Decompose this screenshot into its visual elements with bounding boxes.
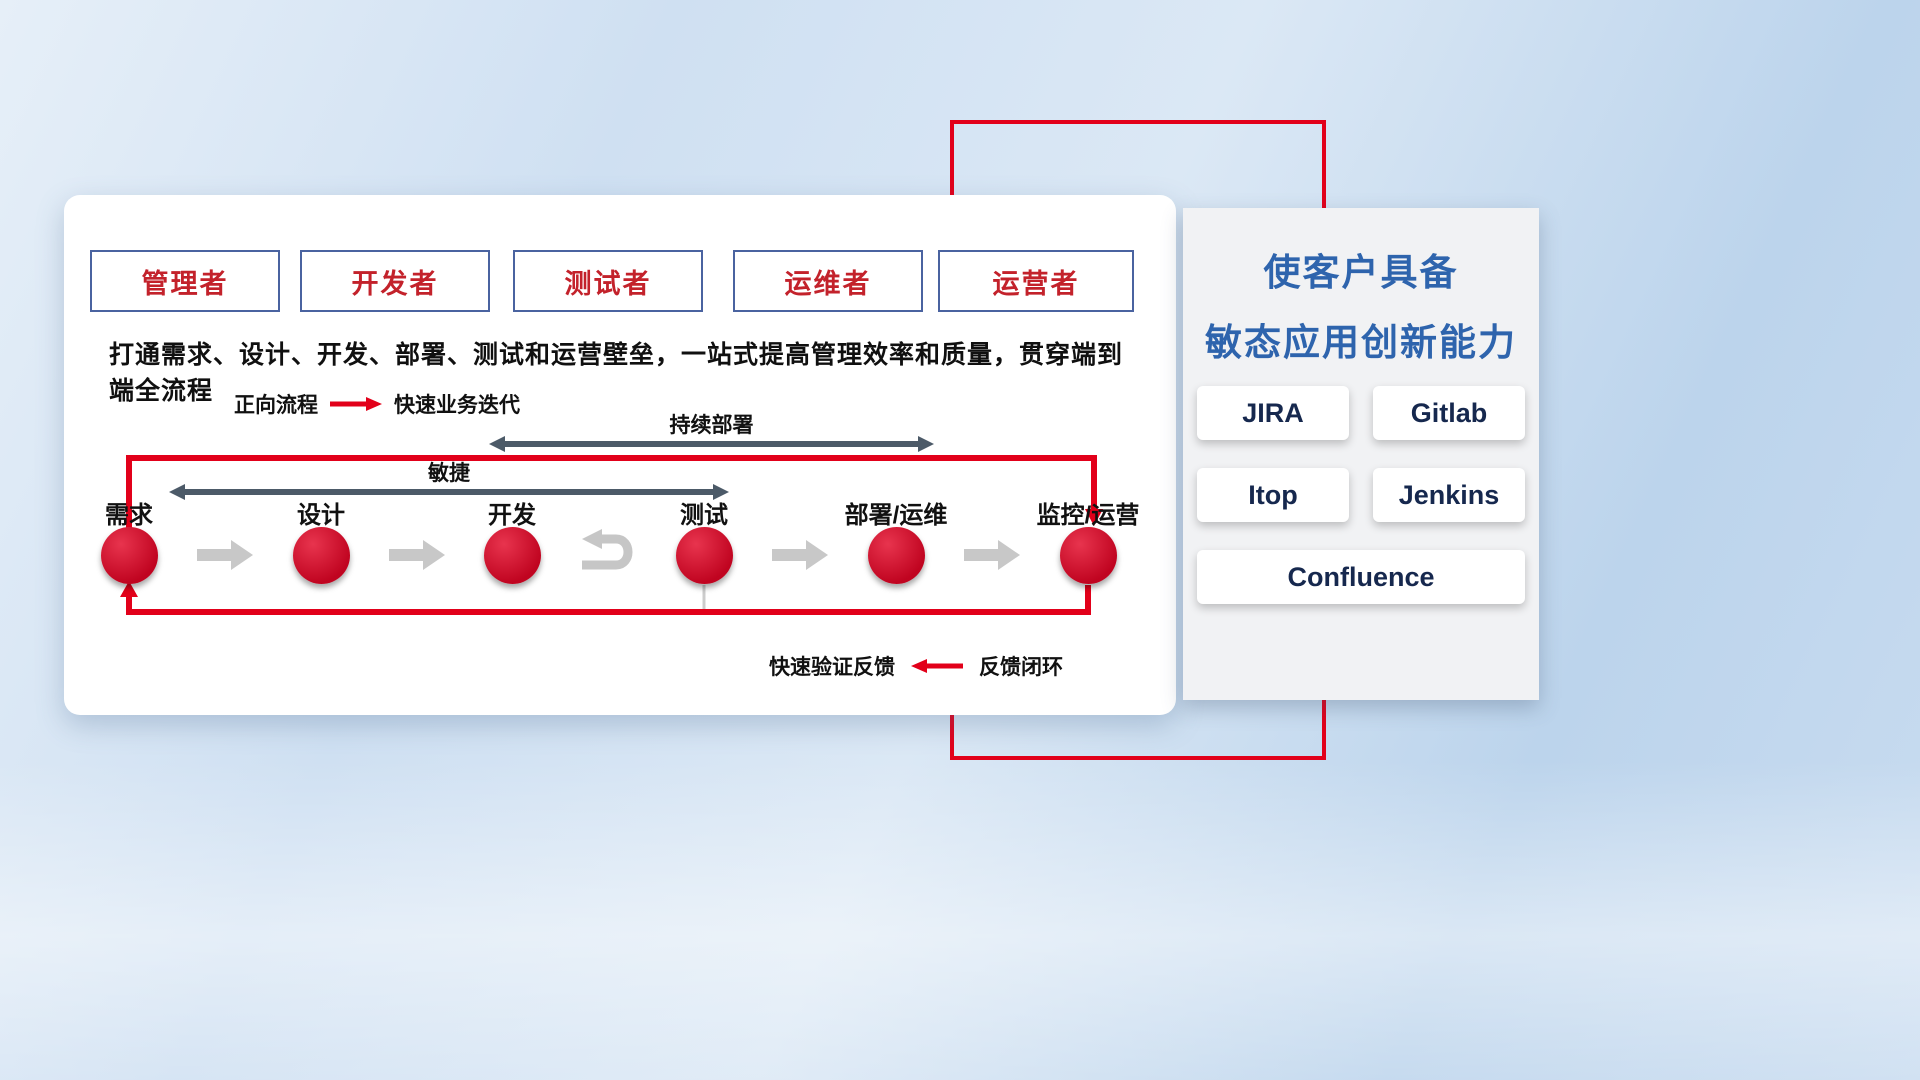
stage-circle-development [484, 527, 541, 584]
stage-label-requirements: 需求 [105, 502, 153, 529]
panel-title-line2: 敏态应用创新能力 [1205, 322, 1517, 363]
flow-arrow-icon [772, 540, 828, 570]
flow-arrow-icon [389, 540, 445, 570]
role-label: 管理者 [141, 268, 229, 299]
tool-chip-confluence: Confluence [1197, 550, 1525, 604]
stage-circle-deploy-ops [868, 527, 925, 584]
headline-text: 打通需求、设计、开发、部署、测试和运营壁垒，一站式提高管理效率和质量，贯穿端到端… [109, 341, 1124, 405]
legend-forward-label: 正向流程 [234, 394, 318, 417]
legend-forward: 正向流程 快速业务迭代 [234, 389, 520, 419]
role-box-developer: 开发者 [300, 250, 490, 312]
tool-chip-gitlab: Gitlab [1373, 386, 1525, 440]
stage-label-design: 设计 [297, 502, 345, 529]
legend-forward-value: 快速业务迭代 [394, 394, 520, 417]
stage-label-deploy-ops: 部署/运维 [844, 502, 948, 529]
legend-feedback-label: 反馈闭环 [979, 656, 1063, 679]
legend-feedback: 快速验证反馈 反馈闭环 [769, 651, 1063, 681]
flow-arrow-icon [197, 540, 253, 570]
legend-feedback-value: 快速验证反馈 [769, 656, 895, 679]
role-label: 测试者 [564, 268, 652, 299]
stage-circle-requirements [101, 527, 158, 584]
role-box-operator: 运营者 [938, 250, 1134, 312]
role-box-manager: 管理者 [90, 250, 280, 312]
tools-grid: JIRA Gitlab Itop Jenkins Confluence [1197, 386, 1525, 604]
feedback-arrow-icon [911, 659, 963, 673]
background-haze [0, 760, 1920, 1080]
role-label: 开发者 [351, 268, 439, 299]
role-box-tester: 测试者 [513, 250, 703, 312]
continuous-deploy-label: 持续部署 [669, 414, 754, 437]
tool-chip-itop: Itop [1197, 468, 1349, 522]
stage-circle-testing [676, 527, 733, 584]
role-box-ops: 运维者 [733, 250, 923, 312]
role-label: 运维者 [784, 268, 872, 299]
workflow-card: 管理者 开发者 测试者 运维者 运营者 打通需求、设计、开发、部署、测试和运营壁… [64, 195, 1176, 715]
panel-title-line1: 使客户具备 [1263, 252, 1459, 293]
flow-arrow-icon [964, 540, 1020, 570]
stage-circle-design [293, 527, 350, 584]
stage-label-monitor-ops: 监控/运营 [1036, 502, 1140, 529]
stage-label-development: 开发 [488, 502, 536, 529]
tool-chip-jenkins: Jenkins [1373, 468, 1525, 522]
capability-panel: 使客户具备 敏态应用创新能力 JIRA Gitlab Itop Jenkins … [1183, 208, 1539, 700]
continuous-deploy-arrow-icon [489, 436, 934, 452]
role-label: 运营者 [992, 268, 1080, 299]
forward-arrow-icon [330, 397, 382, 411]
stage-circle-monitor-ops [1060, 527, 1117, 584]
tool-chip-jira: JIRA [1197, 386, 1349, 440]
iterate-icon [582, 529, 633, 570]
stage-label-testing: 测试 [680, 502, 728, 529]
